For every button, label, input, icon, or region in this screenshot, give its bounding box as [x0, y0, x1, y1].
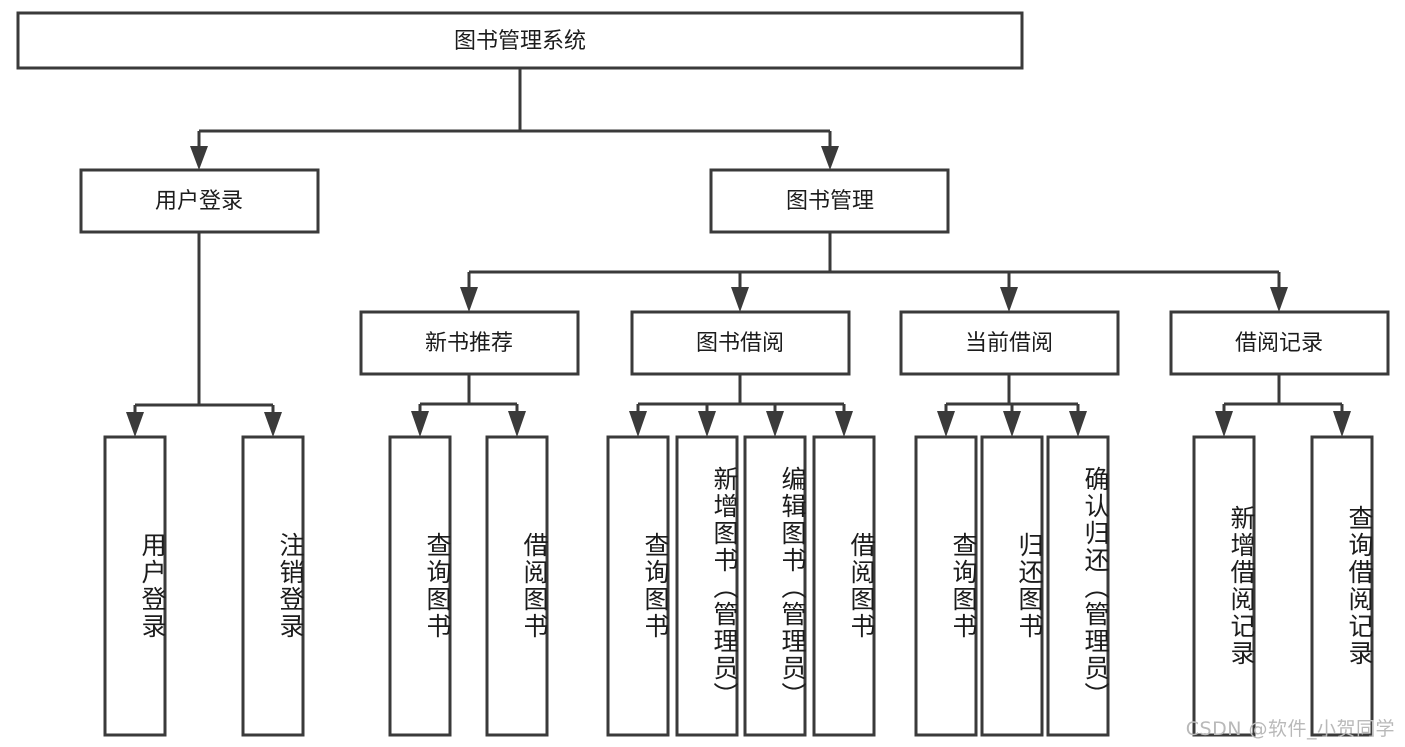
leaf-box-cb-confirm-return[interactable] [1046, 435, 1110, 737]
arrow-head-br-leaf-2 [1333, 411, 1351, 437]
edges-borrow-record-to-leaves [1215, 374, 1351, 437]
node-root-label: 图书管理系统 [454, 29, 586, 54]
arrow-head-bb-leaf-4 [835, 411, 853, 437]
csdn-watermark: CSDN @软件_小贺同学 [1185, 718, 1395, 740]
leaf-box-logout[interactable] [241, 435, 305, 737]
node-new-book-recommend[interactable]: 新书推荐 [359, 310, 580, 376]
node-user-login-label: 用户登录 [155, 189, 243, 214]
edges-book-borrow-to-leaves [629, 374, 853, 437]
leaf-box-nb-query-book[interactable] [388, 435, 452, 737]
arrow-head-book-borrow [731, 287, 749, 312]
node-book-borrow[interactable]: 图书借阅 [630, 310, 851, 376]
node-current-borrow[interactable]: 当前借阅 [899, 310, 1120, 376]
edges-current-borrow-to-leaves [937, 374, 1087, 437]
leaf-box-user-login[interactable] [103, 435, 167, 737]
arrow-head-bb-leaf-1 [629, 411, 647, 437]
node-book-borrow-label: 图书借阅 [696, 331, 784, 356]
leaf-box-bb-edit-book[interactable] [743, 435, 807, 737]
arrow-head-book-mgmt [821, 146, 839, 170]
arrow-head-borrow-record [1270, 287, 1288, 312]
arrow-head-new-book [460, 287, 478, 312]
arrow-head-bb-leaf-2 [698, 411, 716, 437]
node-book-management[interactable]: 图书管理 [709, 168, 950, 234]
node-current-borrow-box[interactable] [899, 310, 1120, 376]
leaf-box-cb-query-book[interactable] [914, 435, 978, 737]
node-book-management-label: 图书管理 [786, 189, 874, 214]
leaf-box-br-query-record[interactable] [1310, 435, 1374, 737]
node-root-system[interactable]: 图书管理系统 [16, 11, 1024, 70]
leaf-box-br-add-record[interactable] [1192, 435, 1256, 737]
node-book-borrow-box[interactable] [630, 310, 851, 376]
leaf-box-bb-query-book[interactable] [606, 435, 670, 737]
node-user-login[interactable]: 用户登录 [79, 168, 320, 234]
edges-new-book-to-leaves [411, 374, 526, 437]
arrow-head-cb-leaf-3 [1069, 411, 1087, 437]
arrow-head-cb-leaf-2 [1003, 411, 1021, 437]
edges-user-login-to-leaves [126, 232, 282, 437]
node-new-book-recommend-label: 新书推荐 [425, 331, 513, 356]
node-borrow-record-label: 借阅记录 [1235, 331, 1323, 356]
arrow-head-cb-leaf-1 [937, 411, 955, 437]
node-user-login-box[interactable] [79, 168, 320, 234]
node-borrow-record[interactable]: 借阅记录 [1169, 310, 1390, 376]
edges-book-mgmt-to-level2 [460, 232, 1288, 312]
node-new-book-recommend-box[interactable] [359, 310, 580, 376]
node-root-box[interactable] [16, 11, 1024, 70]
arrow-head-nb-leaf-1 [411, 411, 429, 437]
arrow-head-user-login [190, 146, 208, 170]
node-book-management-box[interactable] [709, 168, 950, 234]
leaf-box-bb-borrow-book[interactable] [812, 435, 876, 737]
arrow-head-current-borrow [1000, 287, 1018, 312]
arrow-head-leaf-user-login [126, 412, 144, 437]
leaf-box-bb-add-book[interactable] [675, 435, 739, 737]
node-current-borrow-label: 当前借阅 [965, 331, 1053, 356]
leaf-boxes [103, 435, 1374, 737]
arrow-head-leaf-logout [264, 412, 282, 437]
leaf-box-nb-borrow-book[interactable] [485, 435, 549, 737]
arrow-head-nb-leaf-2 [508, 411, 526, 437]
arrow-head-bb-leaf-3 [766, 411, 784, 437]
leaf-box-cb-return-book[interactable] [980, 435, 1044, 737]
arrow-head-br-leaf-1 [1215, 411, 1233, 437]
edges-root-to-level1 [190, 68, 839, 170]
node-borrow-record-box[interactable] [1169, 310, 1390, 376]
